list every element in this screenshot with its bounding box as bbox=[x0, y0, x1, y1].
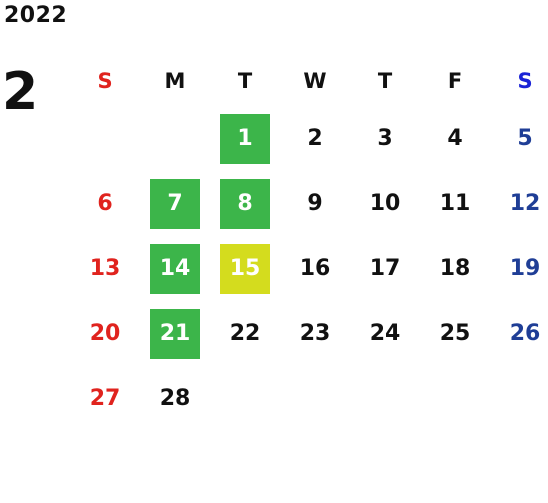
day-number: 21 bbox=[150, 308, 200, 359]
day-number: 10 bbox=[369, 191, 401, 216]
day-cell bbox=[420, 366, 490, 431]
weekday-header-wednesday: W bbox=[303, 69, 327, 93]
day-number bbox=[360, 374, 410, 424]
day-cell[interactable]: 13 bbox=[70, 236, 140, 301]
day-number: 9 bbox=[307, 191, 323, 216]
weekday-header-sunday: S bbox=[97, 69, 113, 93]
day-number: 3 bbox=[377, 126, 393, 151]
day-number bbox=[150, 114, 200, 164]
day-cell bbox=[490, 366, 548, 431]
day-cell bbox=[350, 366, 420, 431]
day-number: 25 bbox=[439, 321, 471, 346]
day-cell[interactable]: 11 bbox=[420, 171, 490, 236]
day-number: 28 bbox=[159, 386, 191, 411]
calendar-year: 2022 bbox=[4, 3, 68, 28]
day-cell[interactable]: 9 bbox=[280, 171, 350, 236]
day-cell-highlighted[interactable]: 8 bbox=[210, 171, 280, 236]
day-number: 27 bbox=[89, 386, 121, 411]
day-cell-highlighted[interactable]: 1 bbox=[210, 106, 280, 171]
day-cell[interactable]: 12 bbox=[490, 171, 548, 236]
day-cell-highlighted[interactable]: 7 bbox=[140, 171, 210, 236]
day-number: 5 bbox=[517, 126, 533, 151]
calendar-month: 2 bbox=[2, 62, 39, 122]
day-number: 19 bbox=[509, 256, 541, 281]
day-cell-highlighted[interactable]: 21 bbox=[140, 301, 210, 366]
day-cell[interactable]: 25 bbox=[420, 301, 490, 366]
day-cell[interactable]: 6 bbox=[70, 171, 140, 236]
day-cell[interactable]: 5 bbox=[490, 106, 548, 171]
day-number: 16 bbox=[299, 256, 331, 281]
day-cell[interactable]: 22 bbox=[210, 301, 280, 366]
day-number: 14 bbox=[150, 243, 200, 294]
day-cell[interactable]: 23 bbox=[280, 301, 350, 366]
day-number: 11 bbox=[439, 191, 471, 216]
day-cell-today[interactable]: 15 bbox=[210, 236, 280, 301]
day-number: 17 bbox=[369, 256, 401, 281]
day-number: 24 bbox=[369, 321, 401, 346]
day-number bbox=[290, 374, 340, 424]
day-number: 20 bbox=[89, 321, 121, 346]
day-number: 8 bbox=[220, 178, 270, 229]
day-number bbox=[500, 374, 548, 424]
day-cell bbox=[280, 366, 350, 431]
day-number: 13 bbox=[89, 256, 121, 281]
day-cell-highlighted[interactable]: 14 bbox=[140, 236, 210, 301]
day-cell[interactable]: 27 bbox=[70, 366, 140, 431]
day-number bbox=[430, 374, 480, 424]
day-number: 4 bbox=[447, 126, 463, 151]
day-number: 7 bbox=[150, 178, 200, 229]
day-number: 6 bbox=[97, 191, 113, 216]
day-number: 23 bbox=[299, 321, 331, 346]
weekday-header-monday: M bbox=[164, 69, 186, 93]
day-cell[interactable]: 3 bbox=[350, 106, 420, 171]
day-number: 12 bbox=[509, 191, 541, 216]
day-cell[interactable]: 19 bbox=[490, 236, 548, 301]
day-cell bbox=[70, 106, 140, 171]
day-cell[interactable]: 26 bbox=[490, 301, 548, 366]
day-cell[interactable]: 16 bbox=[280, 236, 350, 301]
day-number bbox=[80, 114, 130, 164]
day-number bbox=[220, 374, 270, 424]
day-number: 15 bbox=[220, 243, 270, 294]
day-number: 2 bbox=[307, 126, 323, 151]
day-cell[interactable]: 28 bbox=[140, 366, 210, 431]
weekday-header-tuesday: T bbox=[237, 69, 253, 93]
weekday-header-saturday: S bbox=[517, 69, 533, 93]
weekday-header-friday: F bbox=[447, 69, 463, 93]
day-cell bbox=[140, 106, 210, 171]
day-cell[interactable]: 20 bbox=[70, 301, 140, 366]
day-number: 18 bbox=[439, 256, 471, 281]
day-cell bbox=[210, 366, 280, 431]
day-number: 1 bbox=[220, 113, 270, 164]
calendar-grid: S M T W T F S 1 2 3 4 5 6 7 8 9 10 11 12… bbox=[70, 56, 548, 431]
day-cell[interactable]: 18 bbox=[420, 236, 490, 301]
day-cell[interactable]: 17 bbox=[350, 236, 420, 301]
day-cell[interactable]: 4 bbox=[420, 106, 490, 171]
day-cell[interactable]: 10 bbox=[350, 171, 420, 236]
day-number: 26 bbox=[509, 321, 541, 346]
day-cell[interactable]: 2 bbox=[280, 106, 350, 171]
weekday-header-thursday: T bbox=[377, 69, 393, 93]
day-cell[interactable]: 24 bbox=[350, 301, 420, 366]
day-number: 22 bbox=[229, 321, 261, 346]
